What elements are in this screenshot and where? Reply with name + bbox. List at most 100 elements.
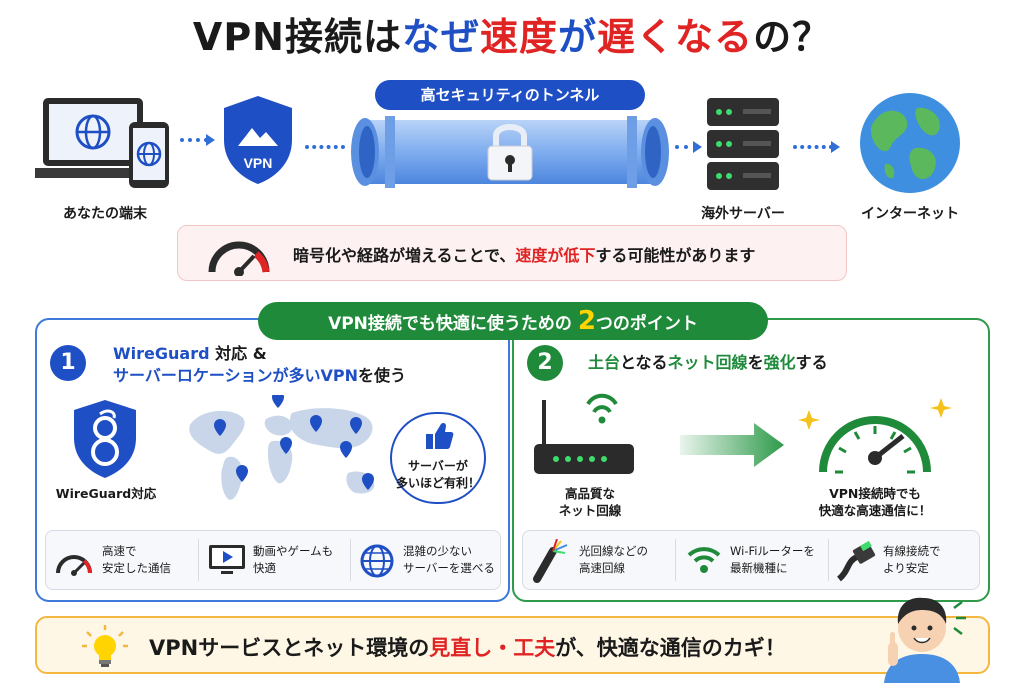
section-banner: VPN接続でも快適に使うための 2つのポイント <box>258 302 768 340</box>
point1-title: WireGuard 対応 & サーバーロケーションが多いVPNを使う <box>113 343 406 387</box>
bottom-callout: VPNサービスとネット環境の見直し・工夫が、快適な通信のカギ！ <box>35 616 990 674</box>
bubble-text: サーバーが 多いほど有利！ <box>392 458 484 492</box>
point1-number-badge: 1 <box>50 345 86 381</box>
point2-title-text: となる <box>620 353 668 372</box>
flow-connector <box>793 145 833 149</box>
feature-line: 安定した通信 <box>102 561 171 575</box>
feature-line: より安定 <box>883 561 929 575</box>
router-icon <box>534 393 634 474</box>
video-play-icon <box>209 545 245 574</box>
gauge-label-line: 快適な高速通信に！ <box>818 503 932 518</box>
feature-line: 動画やゲームも <box>253 544 334 558</box>
bottom-text-part: VPNサービスとネット環境の <box>149 636 430 660</box>
feature-line: 光回線などの <box>579 544 648 558</box>
feature-line: 混雑の少ない <box>403 544 472 558</box>
vpn-shield-icon: VPN <box>224 96 292 184</box>
point1-title-highlight: サーバーロケーションが多いVPN <box>113 366 359 385</box>
point2-title-text: する <box>795 353 828 372</box>
point1-title-text: を使う <box>358 366 407 385</box>
feature-text: 有線接続でより安定 <box>883 543 941 577</box>
gauge-label: VPN接続時でも快適な高速通信に！ <box>800 485 950 519</box>
warning-callout: 暗号化や経路が増えることで、速度が低下する可能性があります <box>177 225 847 281</box>
point1-title-text: 対応 & <box>215 344 267 363</box>
gauge-label-line: VPN接続時でも <box>829 486 921 501</box>
speedometer-icon <box>208 241 270 276</box>
bubble-line: 多いほど有利！ <box>395 476 480 490</box>
warning-text-part: する可能性があります <box>595 246 756 265</box>
router-label: 高品質なネット回線 <box>540 485 640 519</box>
bottom-highlight: 見直し・工夫 <box>429 636 556 660</box>
feature-line: 高速で <box>102 544 137 558</box>
banner-number: 2 <box>577 306 596 336</box>
warning-highlight: 速度が低下 <box>515 246 596 265</box>
server-label: 海外サーバー <box>701 206 785 222</box>
feature-line: 最新機種に <box>730 561 788 575</box>
feature-item: 高速で安定した通信 <box>46 531 198 589</box>
divider <box>675 539 676 581</box>
arrow-icon <box>206 134 215 146</box>
flow-connector <box>180 138 208 142</box>
divider <box>828 539 829 581</box>
banner-text: VPN接続でも快適に使うための <box>328 314 578 334</box>
feature-text: Wi-Fiルーターを最新機種に <box>730 543 815 577</box>
wireguard-logo-label: WireGuard対応 <box>55 486 157 501</box>
flow-connector <box>305 145 345 149</box>
title-part: が <box>558 15 598 59</box>
point2-title: 土台となるネット回線を強化する <box>588 352 828 374</box>
point1-feature-row: 高速で安定した通信 動画やゲームも快適 混雑の少ないサーバーを選べる <box>45 530 501 590</box>
arrow-icon <box>831 141 840 153</box>
point2-title-text: を <box>747 353 764 372</box>
title-part: 速度 <box>480 15 559 59</box>
feature-item: 有線接続でより安定 <box>829 531 979 589</box>
feature-item: 光回線などの高速回線 <box>523 531 675 589</box>
warning-text-part: 暗号化や経路が増えることで、 <box>293 246 516 265</box>
title-part: の？ <box>753 15 832 59</box>
wifi-icon <box>687 547 721 573</box>
feature-line: Wi-Fiルーターを <box>730 544 815 558</box>
feature-item: Wi-Fiルーターを最新機種に <box>676 531 828 589</box>
speed-gauge-icon <box>798 398 952 474</box>
bubble-line: サーバーが <box>408 459 468 473</box>
point2-title-highlight: 土台 <box>588 353 621 372</box>
tunnel-icon <box>351 116 669 188</box>
router-label-line: 高品質な <box>564 486 615 501</box>
point2-title-highlight: 強化 <box>763 353 796 372</box>
device-label: あなたの端末 <box>63 206 147 222</box>
feature-text: 高速で安定した通信 <box>102 543 171 577</box>
feature-item: 動画やゲームも快適 <box>199 531 350 589</box>
feature-line: 高速回線 <box>579 561 625 575</box>
server-icon <box>707 98 779 190</box>
ethernet-cable-icon <box>836 540 876 582</box>
feature-text: 動画やゲームも快適 <box>253 543 333 577</box>
feature-text: 混雑の少ないサーバーを選べる <box>403 543 495 577</box>
vpn-badge-text: VPN <box>244 155 273 171</box>
flow-connector <box>675 145 697 149</box>
internet-label: インターネット <box>861 206 959 222</box>
thumbs-up-icon <box>426 422 454 449</box>
warning-text: 暗号化や経路が増えることで、速度が低下する可能性があります <box>293 242 755 266</box>
arrow-icon <box>693 141 702 153</box>
banner-text: つのポイント <box>595 314 698 334</box>
world-map-icon <box>189 395 375 500</box>
tunnel-label: 高セキュリティのトンネル <box>375 80 645 110</box>
speech-bubble: サーバーが 多いほど有利！ <box>390 412 486 504</box>
title-part: 遅くなる <box>597 15 754 59</box>
bottom-callout-text: VPNサービスとネット環境の見直し・工夫が、快適な通信のカギ！ <box>149 632 786 662</box>
feature-item: 混雑の少ないサーバーを選べる <box>351 531 501 589</box>
title-part: VPN接続は <box>192 15 402 59</box>
title-part: なぜ <box>402 15 481 59</box>
feature-text: 光回線などの高速回線 <box>579 543 648 577</box>
laptop-phone-icon <box>35 98 169 188</box>
feature-line: 有線接続で <box>883 544 941 558</box>
divider <box>198 539 199 581</box>
arrow-right-icon <box>680 423 784 467</box>
point2-feature-row: 光回線などの高速回線 Wi-Fiルーターを最新機種に 有線接続でより安定 <box>522 530 980 590</box>
point1-title-highlight: WireGuard <box>113 344 210 363</box>
point2-number-badge: 2 <box>527 345 563 381</box>
person-illustration <box>884 597 966 683</box>
point2-title-highlight: ネット回線 <box>667 353 748 372</box>
fiber-optic-icon <box>533 539 568 583</box>
globe-icon <box>860 93 960 193</box>
lightbulb-icon <box>82 625 128 667</box>
feature-line: 快適 <box>253 561 276 575</box>
